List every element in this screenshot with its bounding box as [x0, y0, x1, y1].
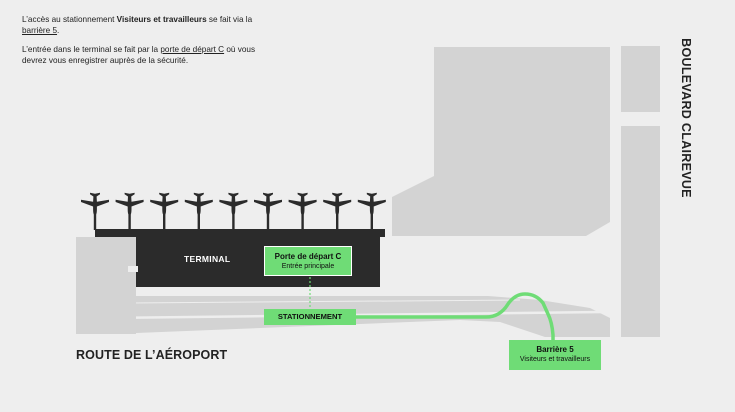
- jet-bridge: [336, 214, 339, 230]
- link-porte-depart-c[interactable]: porte de départ C: [160, 45, 225, 54]
- jet-bridge: [232, 214, 235, 230]
- info-visitor-workers: Visiteurs et travailleurs: [116, 15, 207, 24]
- parking-divider-2: [129, 299, 521, 304]
- barriere-title: Barrière 5: [536, 345, 574, 354]
- airplane-icon: [184, 192, 213, 215]
- building-east-bottom: [621, 126, 660, 337]
- airplane-icon: [150, 192, 179, 215]
- jet-bridge: [266, 214, 270, 230]
- barriere-subtitle: Visiteurs et travailleurs: [519, 356, 591, 363]
- airplane-icon: [288, 192, 317, 215]
- barriere-5-marker[interactable]: Barrière 5 Visiteurs et travailleurs: [509, 340, 601, 370]
- building-east-top: [621, 46, 660, 112]
- access-info: L’accès au stationnement Visiteurs et tr…: [22, 14, 262, 74]
- jet-bridge: [128, 214, 131, 230]
- route-to-barriere: [354, 292, 555, 342]
- terminal-label: TERMINAL: [184, 254, 231, 264]
- route-aeroport-label: ROUTE DE L’AÉROPORT: [76, 348, 228, 362]
- jet-bridge: [163, 214, 166, 230]
- info-terminal-entry: L’entrée dans le terminal se fait par la…: [22, 45, 256, 65]
- airplane-icon: [219, 192, 248, 215]
- porte-subtitle: Entrée principale: [281, 263, 335, 270]
- jet-bridge: [301, 214, 304, 230]
- terminal-gate-notch-1: [128, 266, 138, 272]
- porte-title: Porte de départ C: [274, 252, 342, 261]
- building-north: [392, 47, 610, 236]
- info-parking-access: L’accès au stationnement Visiteurs et tr…: [22, 15, 253, 35]
- airplane-icon: [323, 192, 352, 215]
- porte-depart-c-marker[interactable]: Porte de départ C Entrée principale: [264, 246, 352, 276]
- jet-bridge: [93, 214, 97, 230]
- airplane-icon: [357, 192, 386, 215]
- boulevard-clairevue-label: BOULEVARD CLAIREVUE: [679, 38, 693, 198]
- airplane-row: [81, 192, 386, 230]
- airplane-icon: [81, 192, 109, 215]
- airplane-icon: [254, 192, 282, 215]
- link-barriere-5[interactable]: barrière 5: [22, 26, 58, 35]
- jet-bridge: [370, 214, 373, 230]
- airplane-icon: [115, 192, 144, 215]
- stationnement-marker[interactable]: STATIONNEMENT: [264, 309, 356, 325]
- jet-bridge: [197, 214, 200, 230]
- building-west: [76, 237, 136, 334]
- stationnement-title: STATIONNEMENT: [277, 312, 343, 321]
